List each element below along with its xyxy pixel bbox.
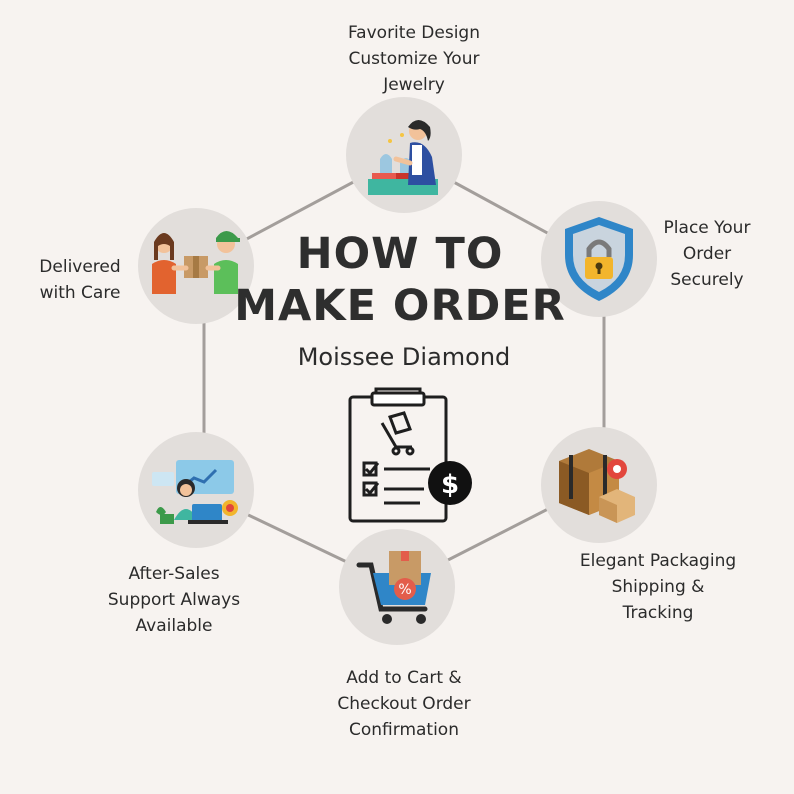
svg-text:%: % [398,582,411,598]
clipboard-checklist-icon: $ [348,387,472,523]
step-label-line: Customize Your [348,49,480,69]
shield-lock-icon [565,217,633,301]
step-label-line: Add to Cart & [346,668,462,688]
step-node-design [346,97,462,213]
step-label-line: Tracking [622,603,694,623]
step-label-line: Checkout Order [337,694,471,714]
step-label-line: Delivered [39,257,121,277]
step-label-line: Confirmation [349,720,459,740]
step-label-line: with Care [39,283,121,303]
jeweler-icon [368,120,438,195]
step-label-line: Order [682,244,732,264]
step-node-packaging [541,427,657,543]
delivery-handover-icon [152,231,240,294]
step-label-line: Place Your [663,218,751,238]
step-label-support: After-Sales Support Always Available [74,561,274,639]
step-node-delivery [138,208,254,324]
step-label-line: Available [135,616,213,636]
support-agent-icon [152,460,238,524]
step-label-design: Favorite Design Customize Your Jewelry [314,20,514,98]
page-title: HOW TO MAKE ORDER [220,228,580,332]
step-label-line: Jewelry [383,75,445,95]
package-tracking-icon [559,449,635,523]
shopping-cart-icon: % [356,551,431,624]
title-line: MAKE ORDER [234,281,566,331]
step-label-order: Place Your Order Securely [647,215,767,293]
step-node-cart: % [339,529,455,645]
step-label-packaging: Elegant Packaging Shipping & Tracking [558,548,758,626]
step-label-line: After-Sales [128,564,220,584]
brand-subtitle: Moissee Diamond [297,343,511,371]
step-label-delivery: Delivered with Care [20,254,140,306]
step-node-order [541,201,657,317]
step-label-line: Securely [670,270,744,290]
step-label-line: Support Always [107,590,241,610]
step-label-cart: Add to Cart & Checkout Order Confirmatio… [304,665,504,743]
step-label-line: Favorite Design [347,23,481,43]
step-label-line: Shipping & [611,577,705,597]
step-node-support [138,432,254,548]
title-line: HOW TO [296,229,504,279]
step-label-line: Elegant Packaging [579,551,737,571]
svg-text:$: $ [441,470,459,500]
